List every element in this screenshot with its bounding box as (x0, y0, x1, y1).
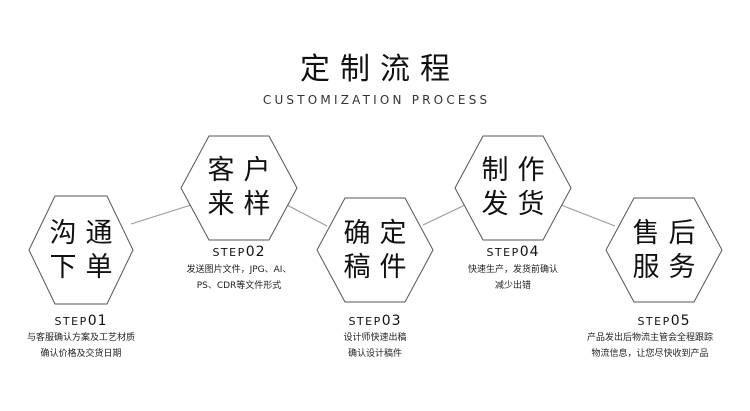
step-5-number: STEP05 (637, 313, 691, 329)
step-1-label: 沟通 下单 (49, 218, 122, 283)
step-1-number: STEP01 (54, 313, 108, 329)
connector-3-4 (422, 204, 466, 226)
step-4-description: 快速生产，发货前确认 减少出错 (467, 265, 558, 291)
page-subtitle: CUSTOMIZATION PROCESS (262, 93, 491, 107)
connector-4-5 (560, 204, 616, 227)
hexagon-step-2 (180, 135, 298, 241)
step-2-label: 客户 来样 (207, 155, 280, 220)
hexagon-step-3 (316, 197, 434, 303)
step-3-label: 确定 稿件 (343, 218, 416, 283)
step-4-number: STEP04 (486, 244, 540, 260)
hexagon-step-1 (28, 195, 134, 305)
step-4-label: 制作 发货 (481, 155, 554, 220)
hexagon-step-4 (454, 135, 572, 241)
step-1-description: 与客服确认方案及工艺材质 确认价格及交货日期 (26, 333, 135, 359)
step-3-number: STEP03 (348, 313, 402, 329)
step-5-label: 售后 服务 (632, 218, 705, 283)
step-3-description: 设计师快速出稿 确认设计稿件 (343, 333, 407, 359)
hexagon-step-5 (605, 197, 723, 303)
step-5-description: 产品发出后物流主管会全程跟踪 物流信息，让您尽快收到产品 (586, 333, 713, 359)
step-2-number: STEP02 (212, 244, 266, 260)
connector-2-3 (286, 204, 328, 227)
step-2-description: 发送图片文件，JPG、AI、 PS、CDR等文件形式 (186, 265, 292, 291)
connector-1-2 (130, 204, 192, 225)
page-title: 定制流程 (300, 52, 460, 87)
